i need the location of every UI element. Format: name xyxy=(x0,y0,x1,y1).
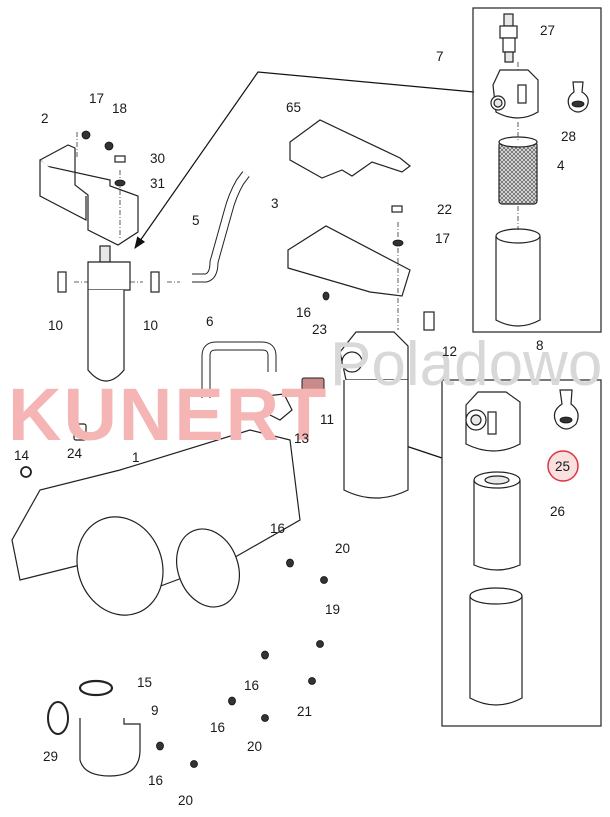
callout-9[interactable]: 9 xyxy=(151,703,159,718)
plug-part-24 xyxy=(73,423,87,441)
fitting-part-12 xyxy=(423,311,435,331)
callout-16-d[interactable]: 16 xyxy=(148,773,163,788)
callout-31[interactable]: 31 xyxy=(150,176,165,191)
screw-part-18 xyxy=(104,141,114,151)
callout-20-b[interactable]: 20 xyxy=(247,739,262,754)
bracket-part-3 xyxy=(287,225,411,297)
callout-3[interactable]: 3 xyxy=(271,196,279,211)
callout-8[interactable]: 8 xyxy=(536,338,544,353)
fitting-part-11 xyxy=(301,377,325,391)
washer-part-17-top xyxy=(81,130,91,140)
inset-box-7 xyxy=(472,7,602,333)
callout-17-top[interactable]: 17 xyxy=(89,91,104,106)
watermark: KUNERT Poladowo xyxy=(8,330,602,456)
callout-4[interactable]: 4 xyxy=(557,158,565,173)
watermark-location: Poladowo xyxy=(330,330,602,399)
washer-part-31 xyxy=(114,179,126,187)
callout-1[interactable]: 1 xyxy=(132,450,140,465)
callout-2[interactable]: 2 xyxy=(41,111,49,126)
callout-14[interactable]: 14 xyxy=(14,448,30,463)
filter-bowl-7 xyxy=(495,228,541,327)
callout-26[interactable]: 26 xyxy=(550,504,565,519)
callout-7[interactable]: 7 xyxy=(436,49,444,64)
callout-20-c[interactable]: 20 xyxy=(178,793,193,808)
callout-11[interactable]: 11 xyxy=(320,412,334,427)
wrench-part-25 xyxy=(553,389,579,430)
callout-13[interactable]: 13 xyxy=(294,431,309,446)
filter-head-7 xyxy=(490,69,539,119)
lower-fasteners xyxy=(156,558,328,768)
callout-21[interactable]: 21 xyxy=(297,704,312,719)
callout-28[interactable]: 28 xyxy=(561,129,576,144)
bracket-part-65 xyxy=(289,119,411,179)
filter-head-8 xyxy=(465,391,521,452)
highlight-callout-25[interactable] xyxy=(547,450,579,482)
callout-30[interactable]: 30 xyxy=(150,151,165,166)
callout-29[interactable]: 29 xyxy=(43,749,58,764)
bolt-part-30 xyxy=(114,155,126,163)
pump-body-part-1 xyxy=(11,429,301,616)
pipe-part-5 xyxy=(192,171,250,283)
sensor-part-27 xyxy=(499,13,518,63)
wrench-part-28 xyxy=(567,81,589,113)
callout-23[interactable]: 23 xyxy=(312,322,327,337)
callout-27[interactable]: 27 xyxy=(540,23,555,38)
arrow-to-left-filter xyxy=(134,71,475,249)
filter-bowl-8 xyxy=(469,587,523,706)
mesh-element-4 xyxy=(498,136,538,205)
inset-frame-8 xyxy=(441,379,602,727)
callout-5[interactable]: 5 xyxy=(192,213,200,228)
left-filter-assembly xyxy=(57,245,180,382)
inset-frame-7 xyxy=(472,7,602,333)
callout-12[interactable]: 12 xyxy=(442,344,457,359)
pipe-part-6 xyxy=(201,341,277,398)
callout-15[interactable]: 15 xyxy=(137,675,152,690)
callout-17[interactable]: 17 xyxy=(435,231,450,246)
callout-20-a[interactable]: 20 xyxy=(335,541,350,556)
callout-65[interactable]: 65 xyxy=(286,100,301,115)
callout-18[interactable]: 18 xyxy=(112,101,127,116)
watermark-brand: KUNERT xyxy=(8,373,328,456)
o-ring-part-15 xyxy=(78,679,114,697)
callout-labels: 27 7 28 4 17 18 2 30 31 65 5 3 22 17 10 … xyxy=(14,23,576,808)
fitting-part-10-right xyxy=(150,271,160,293)
callout-16-b[interactable]: 16 xyxy=(244,678,259,693)
callout-19[interactable]: 19 xyxy=(325,602,340,617)
callout-24[interactable]: 24 xyxy=(67,446,83,461)
callout-10-left[interactable]: 10 xyxy=(48,318,63,333)
callout-16-c[interactable]: 16 xyxy=(210,720,225,735)
callout-16-top[interactable]: 16 xyxy=(296,305,311,320)
bracket-part-2 xyxy=(39,130,139,246)
washer-part-16-top xyxy=(322,291,330,301)
o-ring-part-14 xyxy=(20,466,32,478)
fitting-part-10-left xyxy=(57,271,67,293)
fasteners-bracket-3 xyxy=(322,205,404,330)
center-filter-assembly xyxy=(339,331,409,499)
elbow-part-13 xyxy=(265,393,293,421)
callout-16-a[interactable]: 16 xyxy=(270,521,285,536)
callout-6[interactable]: 6 xyxy=(206,314,214,329)
elbow-part-9 xyxy=(79,718,141,777)
filter-element-26 xyxy=(473,471,521,571)
callout-25[interactable]: 25 xyxy=(555,459,570,474)
callout-10-right[interactable]: 10 xyxy=(143,318,158,333)
o-ring-part-29 xyxy=(47,701,69,735)
washer-part-17 xyxy=(392,239,404,247)
inset-box-8 xyxy=(441,379,602,727)
callout-22[interactable]: 22 xyxy=(437,202,452,217)
bolt-part-22 xyxy=(391,205,403,213)
